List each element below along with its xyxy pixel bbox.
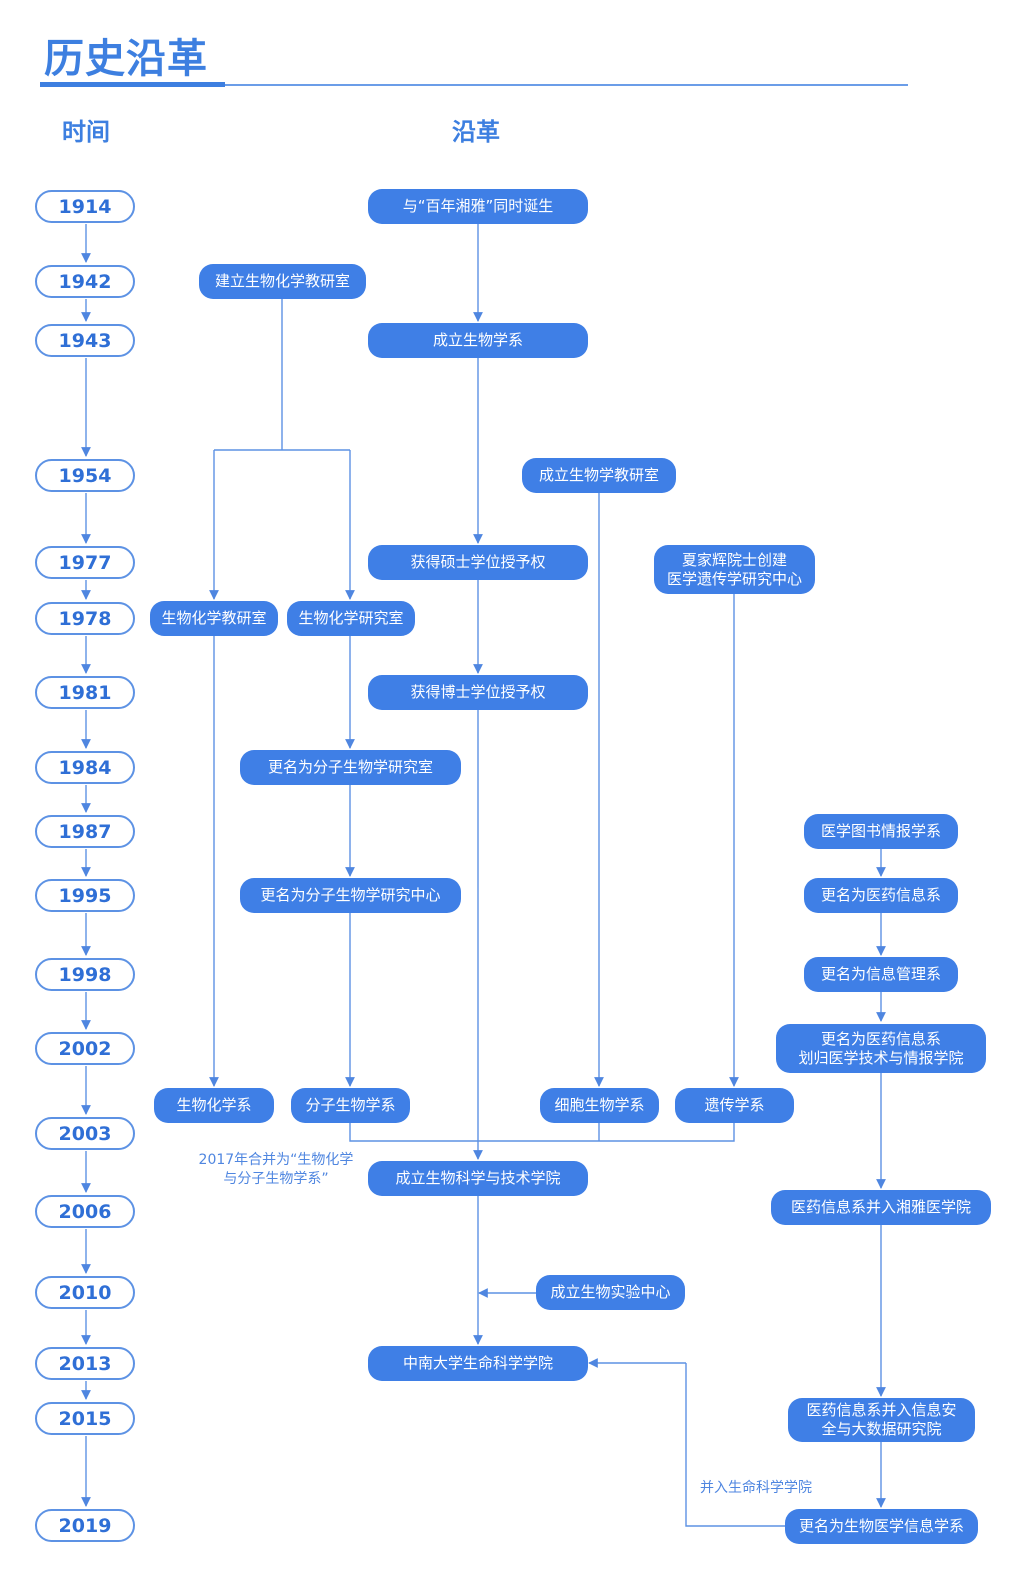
node-bio-sci-tech-college: 成立生物科学与技术学院 xyxy=(368,1161,588,1196)
year-2003: 2003 xyxy=(35,1117,135,1150)
node-csu-life-sci: 中南大学生命科学学院 xyxy=(368,1346,588,1381)
node-molbio-center: 更名为分子生物学研究中心 xyxy=(240,878,461,913)
column-header-history: 沿革 xyxy=(452,118,500,146)
node-genetics-center: 夏家辉院士创建 医学遗传学研究中心 xyxy=(654,545,815,594)
year-2015: 2015 xyxy=(35,1402,135,1435)
node-birth: 与“百年湘雅”同时诞生 xyxy=(368,189,588,224)
year-2019: 2019 xyxy=(35,1509,135,1542)
year-2006: 2006 xyxy=(35,1195,135,1228)
node-phd-degree: 获得博士学位授予权 xyxy=(368,675,588,710)
year-1987: 1987 xyxy=(35,815,135,848)
node-biochem-dept: 生物化学系 xyxy=(154,1088,274,1123)
title-accent-bar xyxy=(40,82,225,87)
column-header-time: 时间 xyxy=(62,118,110,146)
node-med-library: 医学图书情报学系 xyxy=(804,814,958,849)
node-bio-lab-center: 成立生物实验中心 xyxy=(536,1275,685,1310)
node-molbio-office: 更名为分子生物学研究室 xyxy=(240,750,461,785)
node-molbio-dept: 分子生物学系 xyxy=(291,1088,410,1123)
year-2010: 2010 xyxy=(35,1276,135,1309)
node-info-mgmt: 更名为信息管理系 xyxy=(804,957,958,992)
node-info-security: 医药信息系并入信息安 全与大数据研究院 xyxy=(788,1398,975,1442)
year-1954: 1954 xyxy=(35,459,135,492)
node-med-info-xiangya: 医药信息系并入湘雅医学院 xyxy=(771,1190,991,1225)
node-biology-dept: 成立生物学系 xyxy=(368,323,588,358)
node-biochem-teaching: 生物化学教研室 xyxy=(150,601,278,636)
year-2002: 2002 xyxy=(35,1032,135,1065)
node-genetics-dept: 遗传学系 xyxy=(675,1088,794,1123)
year-1978: 1978 xyxy=(35,602,135,635)
note-merge-2017: 2017年合并为“生物化学 与分子生物学系” xyxy=(198,1152,354,1187)
year-1914: 1914 xyxy=(35,190,135,223)
year-1984: 1984 xyxy=(35,751,135,784)
node-biochem-office-1942: 建立生物化学教研室 xyxy=(199,264,366,299)
page-title: 历史沿革 xyxy=(44,36,208,82)
year-1998: 1998 xyxy=(35,958,135,991)
note-merge-life-sci: 并入生命科学学院 xyxy=(700,1480,812,1496)
node-master-degree: 获得硕士学位授予权 xyxy=(368,545,588,580)
year-2013: 2013 xyxy=(35,1347,135,1380)
year-1942: 1942 xyxy=(35,265,135,298)
year-1943: 1943 xyxy=(35,324,135,357)
node-med-info-1995: 更名为医药信息系 xyxy=(804,878,958,913)
year-1981: 1981 xyxy=(35,676,135,709)
node-cellbio-dept: 细胞生物学系 xyxy=(540,1088,659,1123)
year-1995: 1995 xyxy=(35,879,135,912)
node-med-info-2002: 更名为医药信息系 划归医学技术与情报学院 xyxy=(776,1024,986,1073)
title-underline xyxy=(40,84,908,86)
node-biochem-research: 生物化学研究室 xyxy=(287,601,415,636)
node-biomed-info: 更名为生物医学信息学系 xyxy=(785,1509,978,1544)
node-biology-teaching-office: 成立生物学教研室 xyxy=(522,458,676,493)
year-1977: 1977 xyxy=(35,546,135,579)
